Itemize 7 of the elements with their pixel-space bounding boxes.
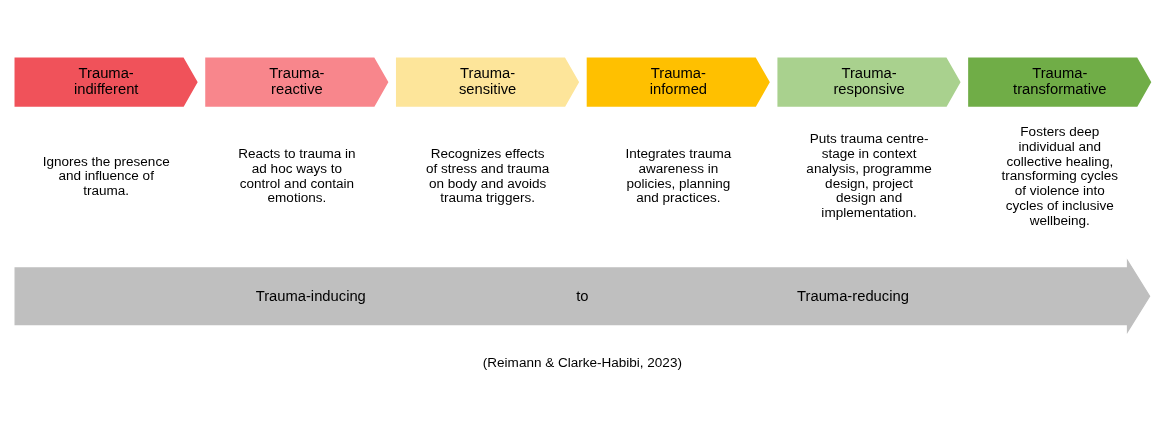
node-label: Integrates trauma awareness in policies, planning and practices. [625, 146, 732, 206]
label: (Reimann & Clarke-Habibi, 2023) [482, 355, 682, 371]
node-label: Reacts to trauma in ad hoc ways to control and contain emotions. [238, 146, 356, 206]
node-label: Ignores the presence and influence of trauma. [42, 153, 170, 199]
node-label: Recognizes effects of stress and trauma on body and avoids trauma triggers. [426, 146, 550, 206]
node-label: Fosters deep individual and collective healing, transforming cycles of violence into cycles of inclusive wellbeing. [1001, 124, 1119, 228]
node-label: Puts trauma centre-stage in context analysis, programme design, project design and implementation. [806, 131, 932, 221]
